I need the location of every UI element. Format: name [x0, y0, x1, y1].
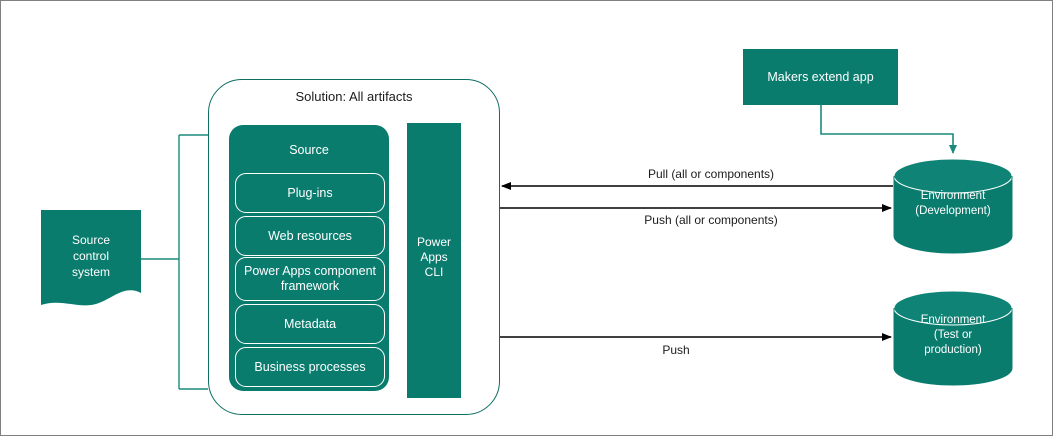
power-apps-cli-bar[interactable] — [407, 123, 461, 398]
source-control-line-1: Source — [71, 233, 111, 247]
artifact-web-resources[interactable]: Web resources — [235, 216, 385, 256]
env-test-production-line-3: production) — [924, 344, 982, 356]
env-test-production-label: Environment (Test or production) — [894, 313, 1012, 358]
env-development-line-1: Environment — [920, 190, 986, 202]
env-test-production-line-2: (Test or — [933, 329, 973, 341]
artifact-power-apps-component-framework[interactable]: Power Apps component framework — [235, 257, 385, 301]
makers-to-development-connector — [820, 105, 957, 154]
source-control-bracket — [141, 134, 208, 390]
source-control-system-label: Source control system — [41, 232, 141, 280]
pull-flow-label: Pull (all or components) — [647, 167, 775, 181]
power-apps-cli-line-3: CLI — [424, 265, 444, 279]
solution-title: Solution: All artifacts — [295, 89, 413, 104]
artifact-plug-ins[interactable]: Plug-ins — [235, 173, 385, 213]
source-control-line-3: system — [71, 265, 110, 279]
env-development[interactable]: Environment (Development) — [894, 159, 1012, 253]
env-development-label: Environment (Development) — [894, 189, 1012, 219]
push-production-flow-label: Push — [662, 343, 690, 357]
artifact-metadata[interactable]: Metadata — [235, 304, 385, 344]
power-apps-cli-label: Power Apps CLI — [407, 235, 461, 280]
makers-extend-app-box[interactable]: Makers extend app — [743, 49, 898, 105]
artifact-business-processes[interactable]: Business processes — [235, 347, 385, 387]
env-development-line-2: (Development) — [915, 205, 991, 217]
source-control-line-2: control — [72, 249, 110, 263]
power-apps-cli-line-2: Apps — [420, 250, 448, 264]
source-control-system: Source control system — [41, 210, 141, 305]
push-development-flow-label: Push (all or components) — [644, 213, 778, 227]
env-test-production-line-1: Environment — [920, 314, 986, 326]
env-test-production[interactable]: Environment (Test or production) — [894, 291, 1012, 385]
source-stack-label: Source — [289, 143, 329, 157]
power-apps-cli-line-1: Power — [416, 235, 451, 249]
